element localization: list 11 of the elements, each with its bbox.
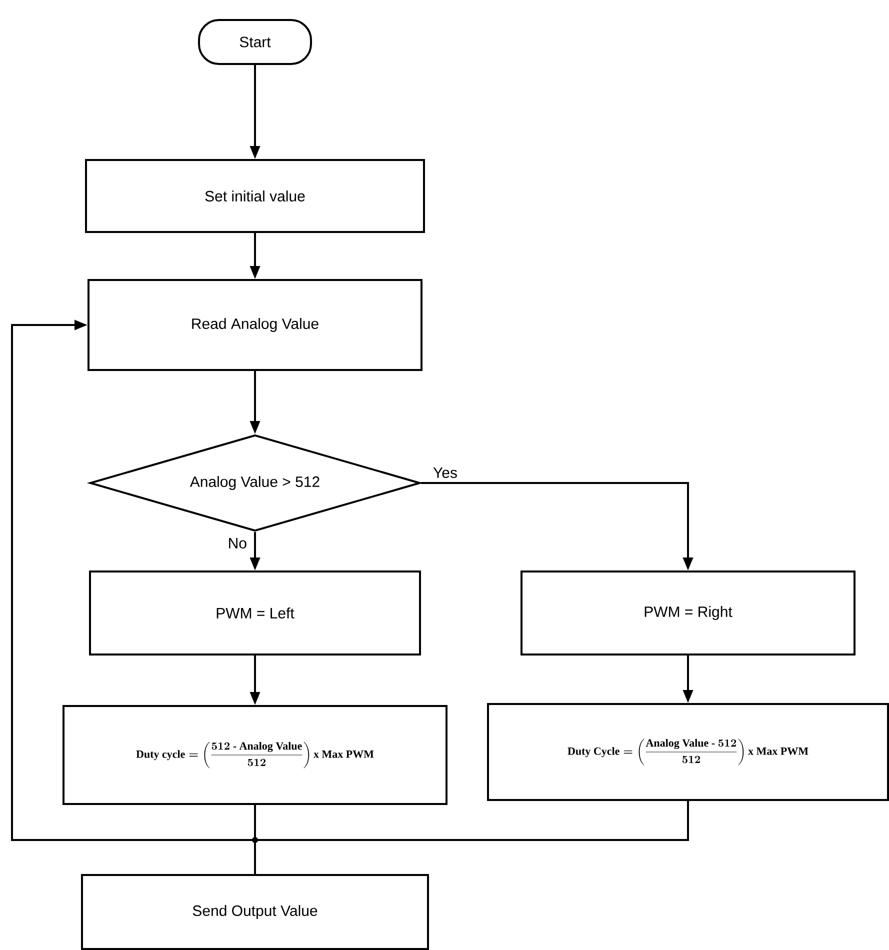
arrow — [11, 320, 255, 841]
process-box: PWM = Right — [520, 570, 856, 656]
process-box: Set initial value — [85, 159, 425, 233]
process-box: PWM = Left — [89, 570, 421, 656]
process-box: Send Output Value — [81, 874, 429, 950]
edge-label: Yes — [433, 468, 457, 478]
edge-label: No — [229, 538, 246, 548]
process-box: Read Analog Value — [88, 279, 422, 371]
formula-box: $\text{Duty cycle} = \left( \frac{512 \text{ - Analog Value}}{512} \right) \text{x Max PWM}$ — [62, 705, 448, 805]
start-terminal: Start — [198, 19, 312, 65]
formula-box: $\text{Duty Cycle} = \left( \frac{\text{Analog Value - }512}{512} \right) \text{x Max PWM}$ — [487, 703, 889, 801]
